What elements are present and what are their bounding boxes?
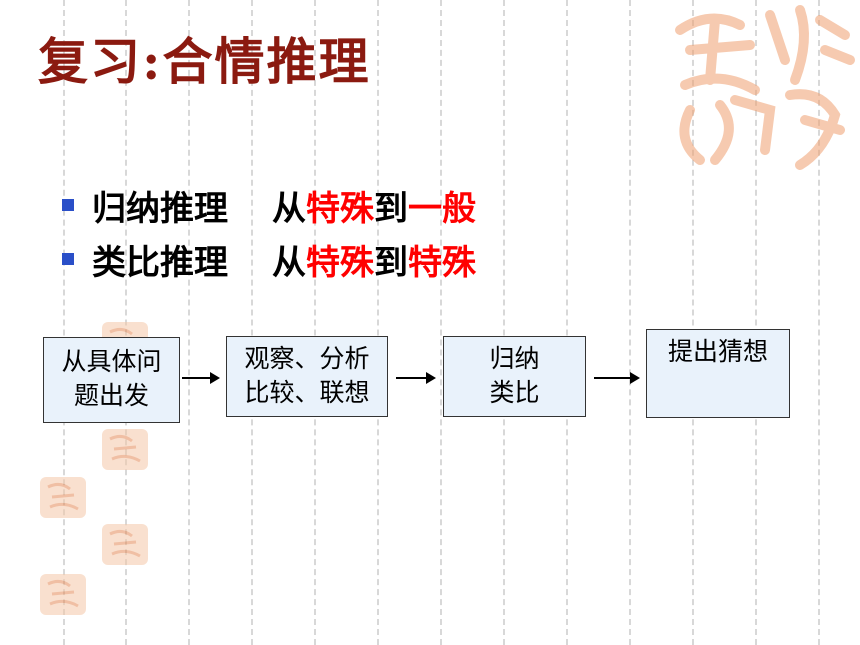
flow-box-line: 从具体问 <box>61 347 162 376</box>
flow-box-line: 归纳 <box>489 344 540 373</box>
square-bullet-icon <box>62 253 74 265</box>
flow-box-line: 题出发 <box>73 381 149 410</box>
flow-box-observe: 观察、分析 比较、联想 <box>226 336 388 417</box>
flow-arrow <box>182 372 220 384</box>
bullet-list: 归纳推理 从 特殊 到 一般 类比推理 从 特殊 到 特殊 <box>62 178 476 286</box>
flow-box-start: 从具体问 题出发 <box>43 337 180 423</box>
bullet-term: 归纳推理 <box>92 188 228 229</box>
bullet-from: 从 <box>272 188 306 229</box>
bullet-item-analogy: 类比推理 从 特殊 到 特殊 <box>62 232 476 286</box>
flow-box-line: 观察、分析 <box>244 344 370 373</box>
bullet-to: 到 <box>374 188 408 229</box>
bullet-highlight: 特殊 <box>306 188 374 229</box>
small-seal-icon <box>102 524 148 565</box>
flow-arrow <box>396 372 436 384</box>
square-bullet-icon <box>62 199 74 211</box>
flow-box-conjecture: 提出猜想 <box>646 329 790 418</box>
seal-icon <box>675 5 855 170</box>
bullet-term: 类比推理 <box>92 242 228 283</box>
flow-arrow <box>594 372 640 384</box>
bullet-highlight: 一般 <box>408 188 476 229</box>
small-seal-icon <box>40 477 86 518</box>
flow-box-line: 提出猜想 <box>667 337 768 366</box>
flow-box-line: 比较、联想 <box>244 378 370 407</box>
bullet-to: 到 <box>374 242 408 283</box>
page-title: 复习:合情推理 <box>38 32 371 91</box>
bullet-from: 从 <box>272 242 306 283</box>
bullet-highlight: 特殊 <box>306 242 374 283</box>
small-seal-icon <box>102 429 148 470</box>
bullet-highlight: 特殊 <box>408 242 476 283</box>
flow-box-line: 类比 <box>489 378 540 407</box>
flow-box-induce: 归纳 类比 <box>443 336 586 417</box>
small-seal-icon <box>40 574 86 615</box>
bullet-item-induction: 归纳推理 从 特殊 到 一般 <box>62 178 476 232</box>
